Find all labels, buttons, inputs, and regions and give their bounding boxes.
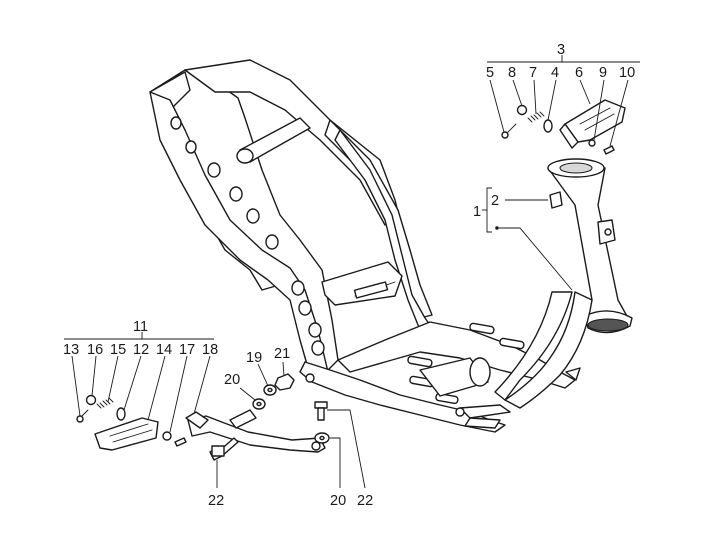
- spring-7: [527, 111, 545, 123]
- frame-holes: [170, 116, 325, 356]
- label-12: 12: [133, 342, 149, 358]
- steering-head-tube: [494, 158, 633, 409]
- label-18: 18: [202, 342, 218, 358]
- label-22-right: 22: [357, 493, 373, 509]
- label-19: 19: [246, 350, 262, 366]
- part-number-labels: 3 5 8 7 4 6 9 10 1 2 11 13 16 15 12 14 1…: [63, 42, 635, 509]
- label-11: 11: [133, 319, 148, 335]
- label-17: 17: [179, 342, 195, 358]
- label-5: 5: [486, 65, 494, 81]
- label-2: 2: [491, 193, 499, 209]
- label-6: 6: [575, 65, 583, 81]
- callout-lines: [64, 55, 640, 489]
- label-20-right: 20: [330, 493, 346, 509]
- fasteners: [211, 373, 330, 457]
- label-9: 9: [599, 65, 607, 81]
- label-21: 21: [274, 346, 290, 362]
- label-8: 8: [508, 65, 516, 81]
- pedal-assembly-left: [76, 394, 326, 461]
- label-20-left: 20: [224, 372, 240, 388]
- label-14: 14: [156, 342, 172, 358]
- label-3: 3: [557, 42, 565, 58]
- label-15: 15: [110, 342, 126, 358]
- label-7: 7: [529, 65, 537, 81]
- label-13: 13: [63, 342, 79, 358]
- label-1: 1: [473, 204, 481, 220]
- label-10: 10: [619, 65, 635, 81]
- label-22-left: 22: [208, 493, 224, 509]
- label-16: 16: [87, 342, 103, 358]
- pedal-assembly-right: [501, 99, 626, 155]
- label-4: 4: [551, 65, 559, 81]
